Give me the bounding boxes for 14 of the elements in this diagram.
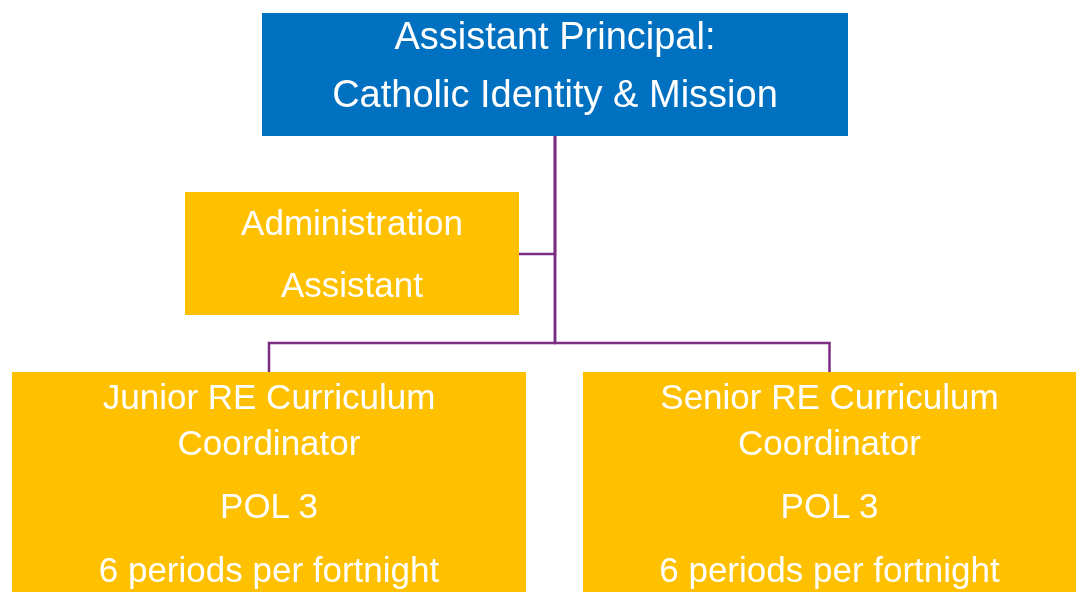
connector-line [553,136,831,372]
role-detail: POL 3 [220,485,318,527]
role-title: Administration Assistant [240,202,464,306]
role-detail: 6 periods per fortnight [659,548,1000,591]
role-title: Junior RE Curriculum Coordinator [101,376,437,464]
role-box [185,192,519,315]
manager-box [262,13,848,136]
role-detail: POL 3 [780,485,879,527]
role-detail: 6 periods per fortnight [98,548,440,591]
role-box [12,372,526,592]
role-detail: Catholic Identity & Mission [332,75,778,113]
role-title: Assistant Principal: [394,17,716,55]
role-title: Senior RE Curriculum Coordinator [659,376,1000,464]
role-box [583,372,1076,592]
